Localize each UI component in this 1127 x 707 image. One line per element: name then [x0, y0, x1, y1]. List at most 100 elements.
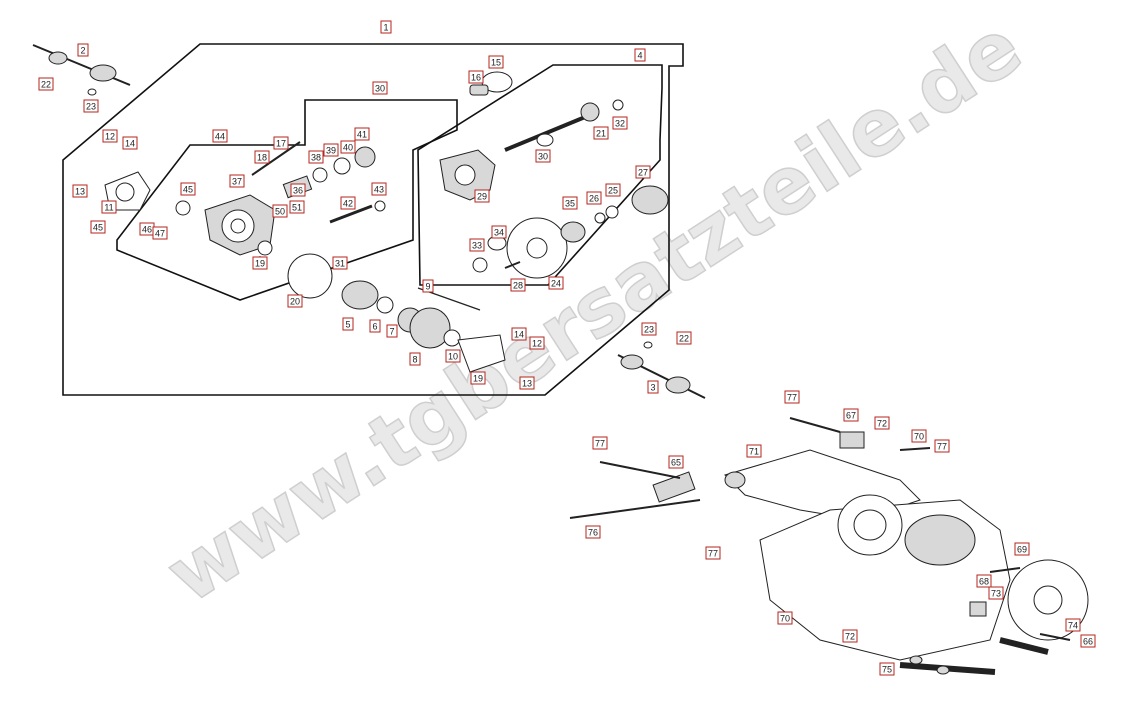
- callout-37: 37: [229, 174, 245, 188]
- callout-box: [102, 129, 118, 143]
- callout-number: 77: [937, 442, 947, 452]
- callout-19: 19: [252, 256, 268, 270]
- callout-number: 30: [538, 152, 548, 162]
- callout-box: [911, 429, 927, 443]
- drive-shaft-left: [32, 44, 131, 96]
- callout-number: 77: [595, 439, 605, 449]
- callout-box: [287, 294, 303, 308]
- callout-9: 9: [422, 279, 434, 293]
- callout-number: 72: [845, 632, 855, 642]
- callout-number: 34: [494, 228, 504, 238]
- callout-number: 26: [589, 194, 599, 204]
- callout-38: 38: [308, 150, 324, 164]
- callout-box: [101, 200, 117, 214]
- callout-77: 77: [934, 439, 950, 453]
- subassembly-frame-36: [116, 99, 458, 301]
- callout-box: [445, 349, 461, 363]
- callout-box: [842, 629, 858, 643]
- front-drive-group: [439, 71, 669, 279]
- callout-number: 36: [293, 186, 303, 196]
- callout-box: [777, 611, 793, 625]
- callout-71: 71: [746, 444, 762, 458]
- callout-number: 41: [357, 130, 367, 140]
- callout-box: [470, 371, 486, 385]
- callout-number: 46: [142, 225, 152, 235]
- callout-box: [529, 336, 545, 350]
- callout-box: [372, 81, 388, 95]
- callout-number: 31: [335, 259, 345, 269]
- callout-5: 5: [342, 317, 354, 331]
- callout-box: [511, 327, 527, 341]
- callout-box: [290, 183, 306, 197]
- callout-70: 70: [777, 611, 793, 625]
- callout-box: [386, 324, 398, 338]
- callout-number: 22: [679, 334, 689, 344]
- callout-21: 21: [593, 126, 609, 140]
- callout-number: 24: [551, 279, 561, 289]
- callout-number: 7: [389, 327, 394, 337]
- callout-number: 22: [41, 80, 51, 90]
- callout-box: [422, 279, 434, 293]
- subassembly-frame-4: [417, 64, 663, 286]
- callout-15: 15: [488, 55, 504, 69]
- callout-box: [229, 174, 245, 188]
- callout-14: 14: [122, 136, 138, 150]
- callout-3: 3: [647, 380, 659, 394]
- swing-arm-group: [569, 417, 1089, 675]
- callout-box: [934, 439, 950, 453]
- callout-number: 76: [588, 528, 598, 538]
- callout-19: 19: [470, 371, 486, 385]
- callout-box: [535, 149, 551, 163]
- callout-box: [592, 436, 608, 450]
- callout-box: [212, 129, 228, 143]
- callout-27: 27: [635, 165, 651, 179]
- callout-number: 69: [1017, 545, 1027, 555]
- diff-housing-group: [104, 171, 276, 262]
- callout-number: 3: [650, 383, 655, 393]
- callout-box: [1065, 618, 1081, 632]
- callout-box: [180, 182, 196, 196]
- callout-35: 35: [562, 196, 578, 210]
- callout-number: 50: [275, 207, 285, 217]
- callout-box: [562, 196, 578, 210]
- callout-box: [879, 662, 895, 676]
- callout-number: 16: [471, 73, 481, 83]
- callout-7: 7: [386, 324, 398, 338]
- callout-6: 6: [369, 319, 381, 333]
- callout-33: 33: [469, 238, 485, 252]
- callout-number: 13: [75, 187, 85, 197]
- callout-number: 39: [326, 146, 336, 156]
- callout-box: [289, 200, 305, 214]
- callout-box: [254, 150, 270, 164]
- callout-box: [308, 150, 324, 164]
- callout-number: 74: [1068, 621, 1078, 631]
- callout-box: [340, 140, 356, 154]
- callout-25: 25: [605, 183, 621, 197]
- callout-number: 72: [877, 419, 887, 429]
- drive-shaft-right: [617, 341, 706, 399]
- callout-box: [371, 182, 387, 196]
- callout-number: 17: [276, 139, 286, 149]
- callout-box: [323, 143, 339, 157]
- callout-number: 1: [383, 23, 388, 33]
- callout-box: [1014, 542, 1030, 556]
- callout-number: 73: [991, 589, 1001, 599]
- callout-number: 70: [914, 432, 924, 442]
- callout-number: 38: [311, 153, 321, 163]
- callout-box: [90, 220, 106, 234]
- callout-23: 23: [83, 99, 99, 113]
- callout-number: 19: [255, 259, 265, 269]
- callout-47: 47: [152, 226, 168, 240]
- callout-box: [593, 126, 609, 140]
- callout-17: 17: [273, 136, 289, 150]
- callout-74: 74: [1065, 618, 1081, 632]
- callout-box: [342, 317, 354, 331]
- callout-31: 31: [332, 256, 348, 270]
- callout-30: 30: [372, 81, 388, 95]
- callout-box: [585, 525, 601, 539]
- callout-number: 14: [514, 330, 524, 340]
- callout-43: 43: [371, 182, 387, 196]
- callout-box: [380, 20, 392, 34]
- callout-box: [152, 226, 168, 240]
- callout-number: 29: [477, 192, 487, 202]
